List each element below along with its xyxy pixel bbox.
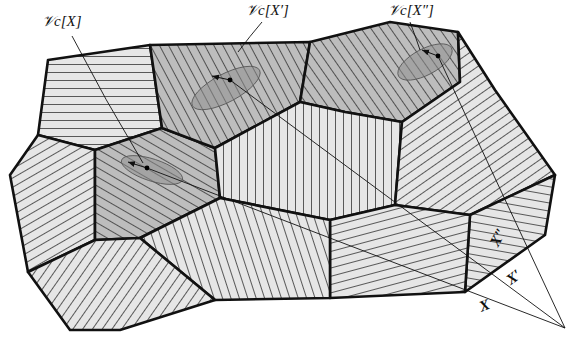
region-label: 𝒱c[X] bbox=[42, 14, 82, 29]
direction-arrow bbox=[422, 50, 438, 56]
point-dot bbox=[436, 54, 441, 59]
direction-arrow bbox=[212, 76, 230, 80]
direction-arrow bbox=[128, 162, 147, 168]
leader-line bbox=[72, 36, 143, 163]
position-vector-line bbox=[438, 56, 565, 328]
leader-line bbox=[238, 22, 262, 52]
grain bbox=[28, 238, 215, 330]
region-label: 𝒱c[X″] bbox=[388, 3, 434, 18]
point-dot bbox=[145, 166, 150, 171]
grain bbox=[465, 175, 555, 292]
leader-line bbox=[410, 22, 420, 50]
ellipsoid bbox=[392, 36, 457, 87]
grain-group bbox=[10, 22, 555, 330]
position-vector-line bbox=[147, 168, 565, 328]
overlay-group bbox=[72, 22, 565, 328]
ellipsoid bbox=[186, 58, 266, 118]
position-vector-line bbox=[230, 80, 565, 328]
region-label: 𝒱c[X′] bbox=[246, 3, 289, 18]
point-dot bbox=[228, 78, 233, 83]
